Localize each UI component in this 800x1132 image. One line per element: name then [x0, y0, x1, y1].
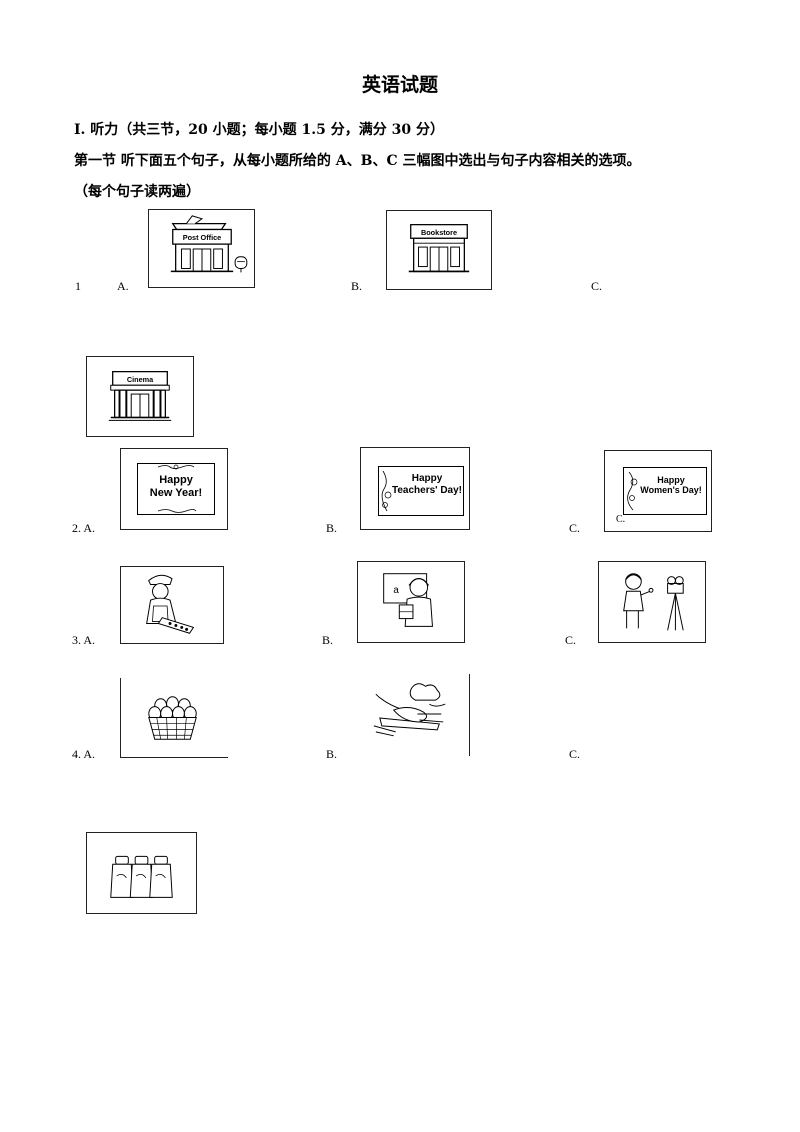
question-4-option-b-label: B.: [326, 747, 338, 761]
question-2-option-c-inner-label: C.: [616, 514, 626, 525]
question-1-number: 1: [75, 279, 81, 293]
cook-woman-icon: [146, 574, 195, 634]
question-4-option-c-label: C.: [569, 747, 581, 761]
question-2-option-a-image[interactable]: Happy New Year!: [120, 448, 228, 530]
question-1-option-a-label: A.: [117, 279, 129, 293]
question-1-option-c-image[interactable]: Cinema: [86, 356, 194, 437]
teacher-woman-icon: a: [383, 573, 433, 627]
question-1-option-c-label: C.: [591, 279, 603, 293]
question-4-option-a-label: 4. A.: [72, 747, 96, 761]
new-year-card-line2: New Year!: [149, 486, 203, 499]
question-3-option-a-label: 3. A.: [72, 633, 96, 647]
question-3-option-b-image[interactable]: a: [357, 561, 465, 643]
page-title: 英语试题: [361, 74, 438, 96]
question-3-option-c-image[interactable]: [598, 561, 706, 643]
question-2-option-c-image[interactable]: Happy Women's Day! C.: [604, 450, 712, 532]
egg-basket-icon: [148, 696, 197, 740]
question-2-option-c-label: C.: [569, 521, 581, 535]
question-4-option-c-image[interactable]: [86, 832, 197, 914]
question-2-option-b-image[interactable]: Happy Teachers' Day!: [360, 447, 470, 530]
bookstore-sign: Bookstore: [421, 228, 457, 237]
womens-day-card-line1: Happy: [657, 475, 685, 485]
teachers-day-card-line2: Teachers' Day!: [391, 484, 462, 496]
teachers-day-card-line1: Happy: [411, 473, 443, 484]
new-year-card: Happy New Year!: [137, 463, 215, 515]
question-2-option-b-label: B.: [326, 521, 338, 535]
question-3-option-a-image[interactable]: [120, 566, 224, 644]
section-heading: I. 听力（共三节，20 小题；每小题 1.5 分，满分 30 分）: [74, 122, 444, 138]
post-office-sign: Post Office: [183, 233, 222, 242]
svg-text:a: a: [393, 585, 399, 596]
cinema-sign: Cinema: [127, 375, 154, 384]
teachers-day-card: Happy Teachers' Day!: [378, 466, 464, 516]
question-4-option-b-image[interactable]: [360, 674, 470, 756]
bookstore-building-icon: Bookstore: [408, 224, 470, 273]
question-2-option-a-label: 2. A.: [72, 521, 96, 535]
floral-border-icon: [381, 470, 392, 512]
floral-border-icon: [157, 464, 197, 513]
post-office-building-icon: Post Office: [170, 215, 248, 273]
question-3-option-c-label: C.: [565, 633, 577, 647]
part1-instruction: 第一节 听下面五个句子，从每小题所给的 A、B、C 三幅图中选出与句子内容相关的…: [74, 153, 641, 169]
reporter-woman-camera-icon: [623, 573, 684, 631]
question-1-option-b-label: B.: [351, 279, 363, 293]
question-1-option-b-image[interactable]: Bookstore: [386, 210, 492, 290]
womens-day-card: Happy Women's Day!: [623, 467, 707, 515]
question-3-option-b-label: B.: [322, 633, 334, 647]
vegetables-icon: [373, 683, 446, 737]
new-year-card-line1: Happy: [159, 474, 193, 486]
question-4-option-a-image[interactable]: [120, 678, 228, 758]
part1-note: （每个句子读两遍）: [74, 184, 200, 200]
womens-day-card-line2: Women's Day!: [640, 485, 702, 496]
question-1-option-a-image[interactable]: Post Office: [148, 209, 255, 288]
milk-bottles-icon: [110, 855, 173, 898]
floral-border-icon: [627, 471, 638, 511]
cinema-building-icon: Cinema: [108, 370, 172, 421]
